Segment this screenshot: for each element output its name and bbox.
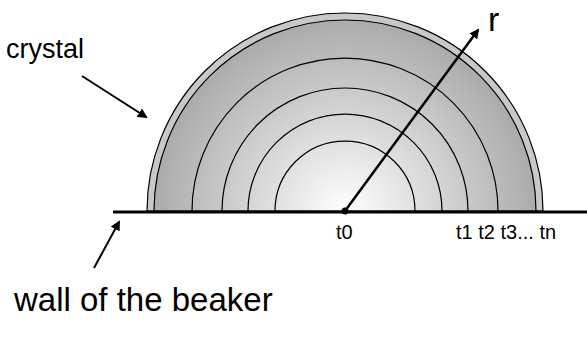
beaker-wall-line [113, 211, 587, 214]
time-series-label: t1 t2 t3... tn [456, 222, 556, 242]
crystal-label: crystal [6, 36, 84, 63]
radius-label: r [488, 2, 499, 36]
radius-arrow [345, 30, 478, 211]
growth-rings [192, 58, 498, 211]
time-label: t0 [336, 222, 353, 242]
wall-leader-arrow [94, 222, 119, 268]
wall-label: wall of the beaker [14, 283, 273, 316]
crystal-body [154, 20, 536, 211]
crystal-outer-band [147, 13, 543, 211]
crystal-leader-arrow [82, 76, 146, 117]
